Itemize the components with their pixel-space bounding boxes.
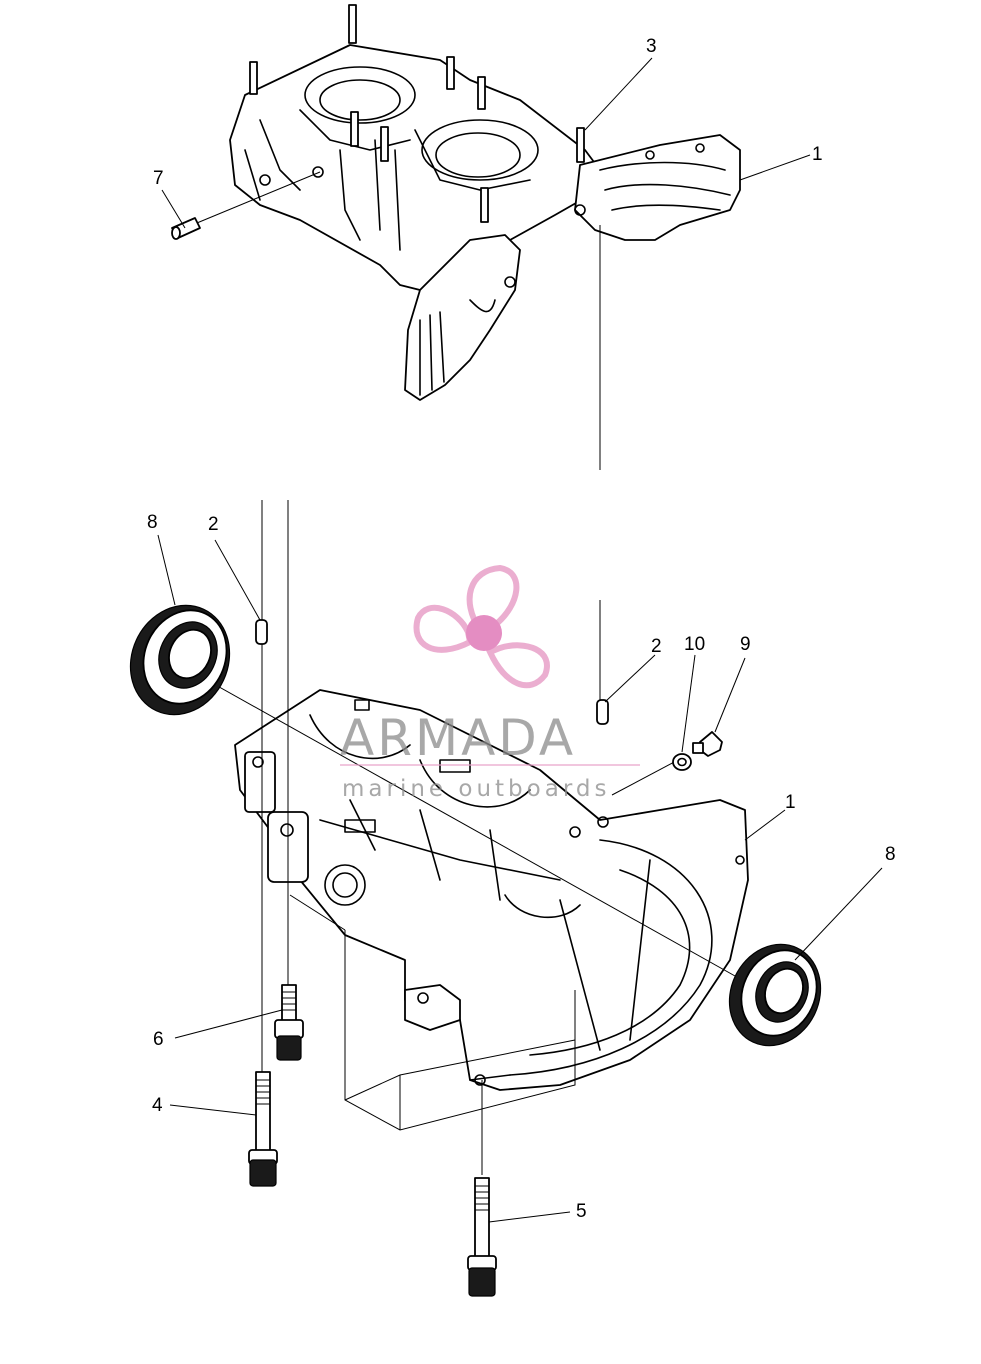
washer	[672, 753, 692, 771]
callout-oil-seal-right: 8	[885, 844, 896, 865]
callout-side-stud: 7	[153, 168, 164, 189]
callout-upper-crankcase: 1	[812, 144, 823, 165]
callout-short-bolt: 6	[153, 1029, 164, 1050]
alignment-lines	[179, 171, 761, 1175]
watermark: ARMADA marine outboards	[340, 564, 640, 802]
leader-lines	[157, 57, 883, 1223]
callout-drain-plug: 9	[740, 634, 751, 655]
watermark-subtitle: marine outboards	[342, 776, 610, 802]
callout-long-bolt: 4	[152, 1095, 163, 1116]
sump-outline	[289, 894, 576, 1131]
bottom-bolt	[467, 1177, 497, 1297]
callout-dowel-pin-left: 2	[208, 514, 219, 535]
short-bolt	[274, 984, 304, 1061]
callout-bottom-bolt: 5	[576, 1201, 587, 1222]
dowel-pin-left	[255, 619, 268, 645]
watermark-title: ARMADA	[340, 709, 576, 767]
callout-stud: 3	[646, 36, 657, 57]
oil-seal-right	[728, 943, 822, 1047]
callout-oil-seal-left: 8	[147, 512, 158, 533]
callout-numbers: 1 1 2 2 3 4 5 6 7 8 8 9 10	[147, 36, 896, 1222]
propeller-logo-icon	[413, 564, 550, 689]
callout-lower-crankcase: 1	[785, 792, 796, 813]
upper-studs	[249, 4, 585, 223]
oil-seal-left	[129, 604, 231, 716]
upper-crankcase	[229, 4, 741, 401]
lower-crankcase	[234, 689, 749, 1091]
callout-dowel-pin-right: 2	[651, 636, 662, 657]
side-stud	[171, 217, 201, 240]
dowel-pin-right	[596, 699, 609, 725]
long-bolt	[248, 1071, 278, 1187]
drain-plug	[692, 731, 723, 757]
callout-washer: 10	[684, 634, 705, 655]
